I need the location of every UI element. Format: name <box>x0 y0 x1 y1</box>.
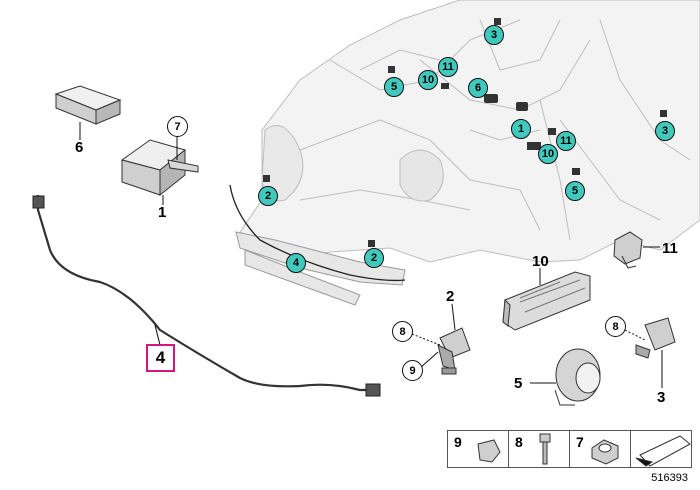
legend-cell-9[interactable]: 9 <box>448 431 509 467</box>
label-5: 5 <box>514 375 523 392</box>
wiring-harness-4 <box>36 195 372 392</box>
highlighted-part-4[interactable]: 4 <box>146 344 175 372</box>
legend-number-9: 9 <box>454 434 462 450</box>
callout-10-top[interactable]: 10 <box>418 70 438 90</box>
callout-10-right[interactable]: 10 <box>538 144 558 164</box>
sensor-2 <box>437 327 471 375</box>
legend-icons <box>477 433 691 467</box>
legend-number-7: 7 <box>576 434 584 450</box>
rubber-mount-5 <box>554 348 601 406</box>
label-1: 1 <box>158 204 167 221</box>
legend-cell-8[interactable]: 8 <box>509 431 570 467</box>
callout-1[interactable]: 1 <box>511 119 531 139</box>
car-body-frame <box>239 0 700 263</box>
diagram-reference-number: 516393 <box>651 472 688 484</box>
callout-11-right[interactable]: 11 <box>556 131 576 151</box>
callout-3-right[interactable]: 3 <box>655 121 675 141</box>
circle-label-8-left: 8 <box>392 321 413 342</box>
callout-11-top[interactable]: 11 <box>438 57 458 77</box>
callout-5-right[interactable]: 5 <box>565 181 585 201</box>
label-11: 11 <box>662 240 678 257</box>
body-clips <box>263 18 667 247</box>
hardware-legend: 9 8 7 <box>447 430 692 468</box>
label-2: 2 <box>446 288 455 305</box>
callout-2-left[interactable]: 2 <box>258 186 278 206</box>
control-module-6 <box>54 85 122 125</box>
label-10: 10 <box>532 253 549 270</box>
callout-2-right[interactable]: 2 <box>364 248 384 268</box>
grille-trim-10 <box>502 271 591 331</box>
label-6: 6 <box>75 139 84 156</box>
label-3: 3 <box>657 389 666 406</box>
callout-5-top[interactable]: 5 <box>384 77 404 97</box>
clip-11 <box>613 231 643 269</box>
callout-4[interactable]: 4 <box>286 253 306 273</box>
circle-label-9: 9 <box>402 360 423 381</box>
circle-label-8-right: 8 <box>605 316 626 337</box>
legend-number-8: 8 <box>515 434 523 450</box>
legend-cell-arrow <box>631 431 691 467</box>
callout-6[interactable]: 6 <box>468 78 488 98</box>
sensor-3 <box>635 317 676 359</box>
legend-cell-7[interactable]: 7 <box>570 431 631 467</box>
circle-label-7: 7 <box>167 116 188 137</box>
callout-3-top[interactable]: 3 <box>484 25 504 45</box>
module-1 <box>120 139 199 197</box>
